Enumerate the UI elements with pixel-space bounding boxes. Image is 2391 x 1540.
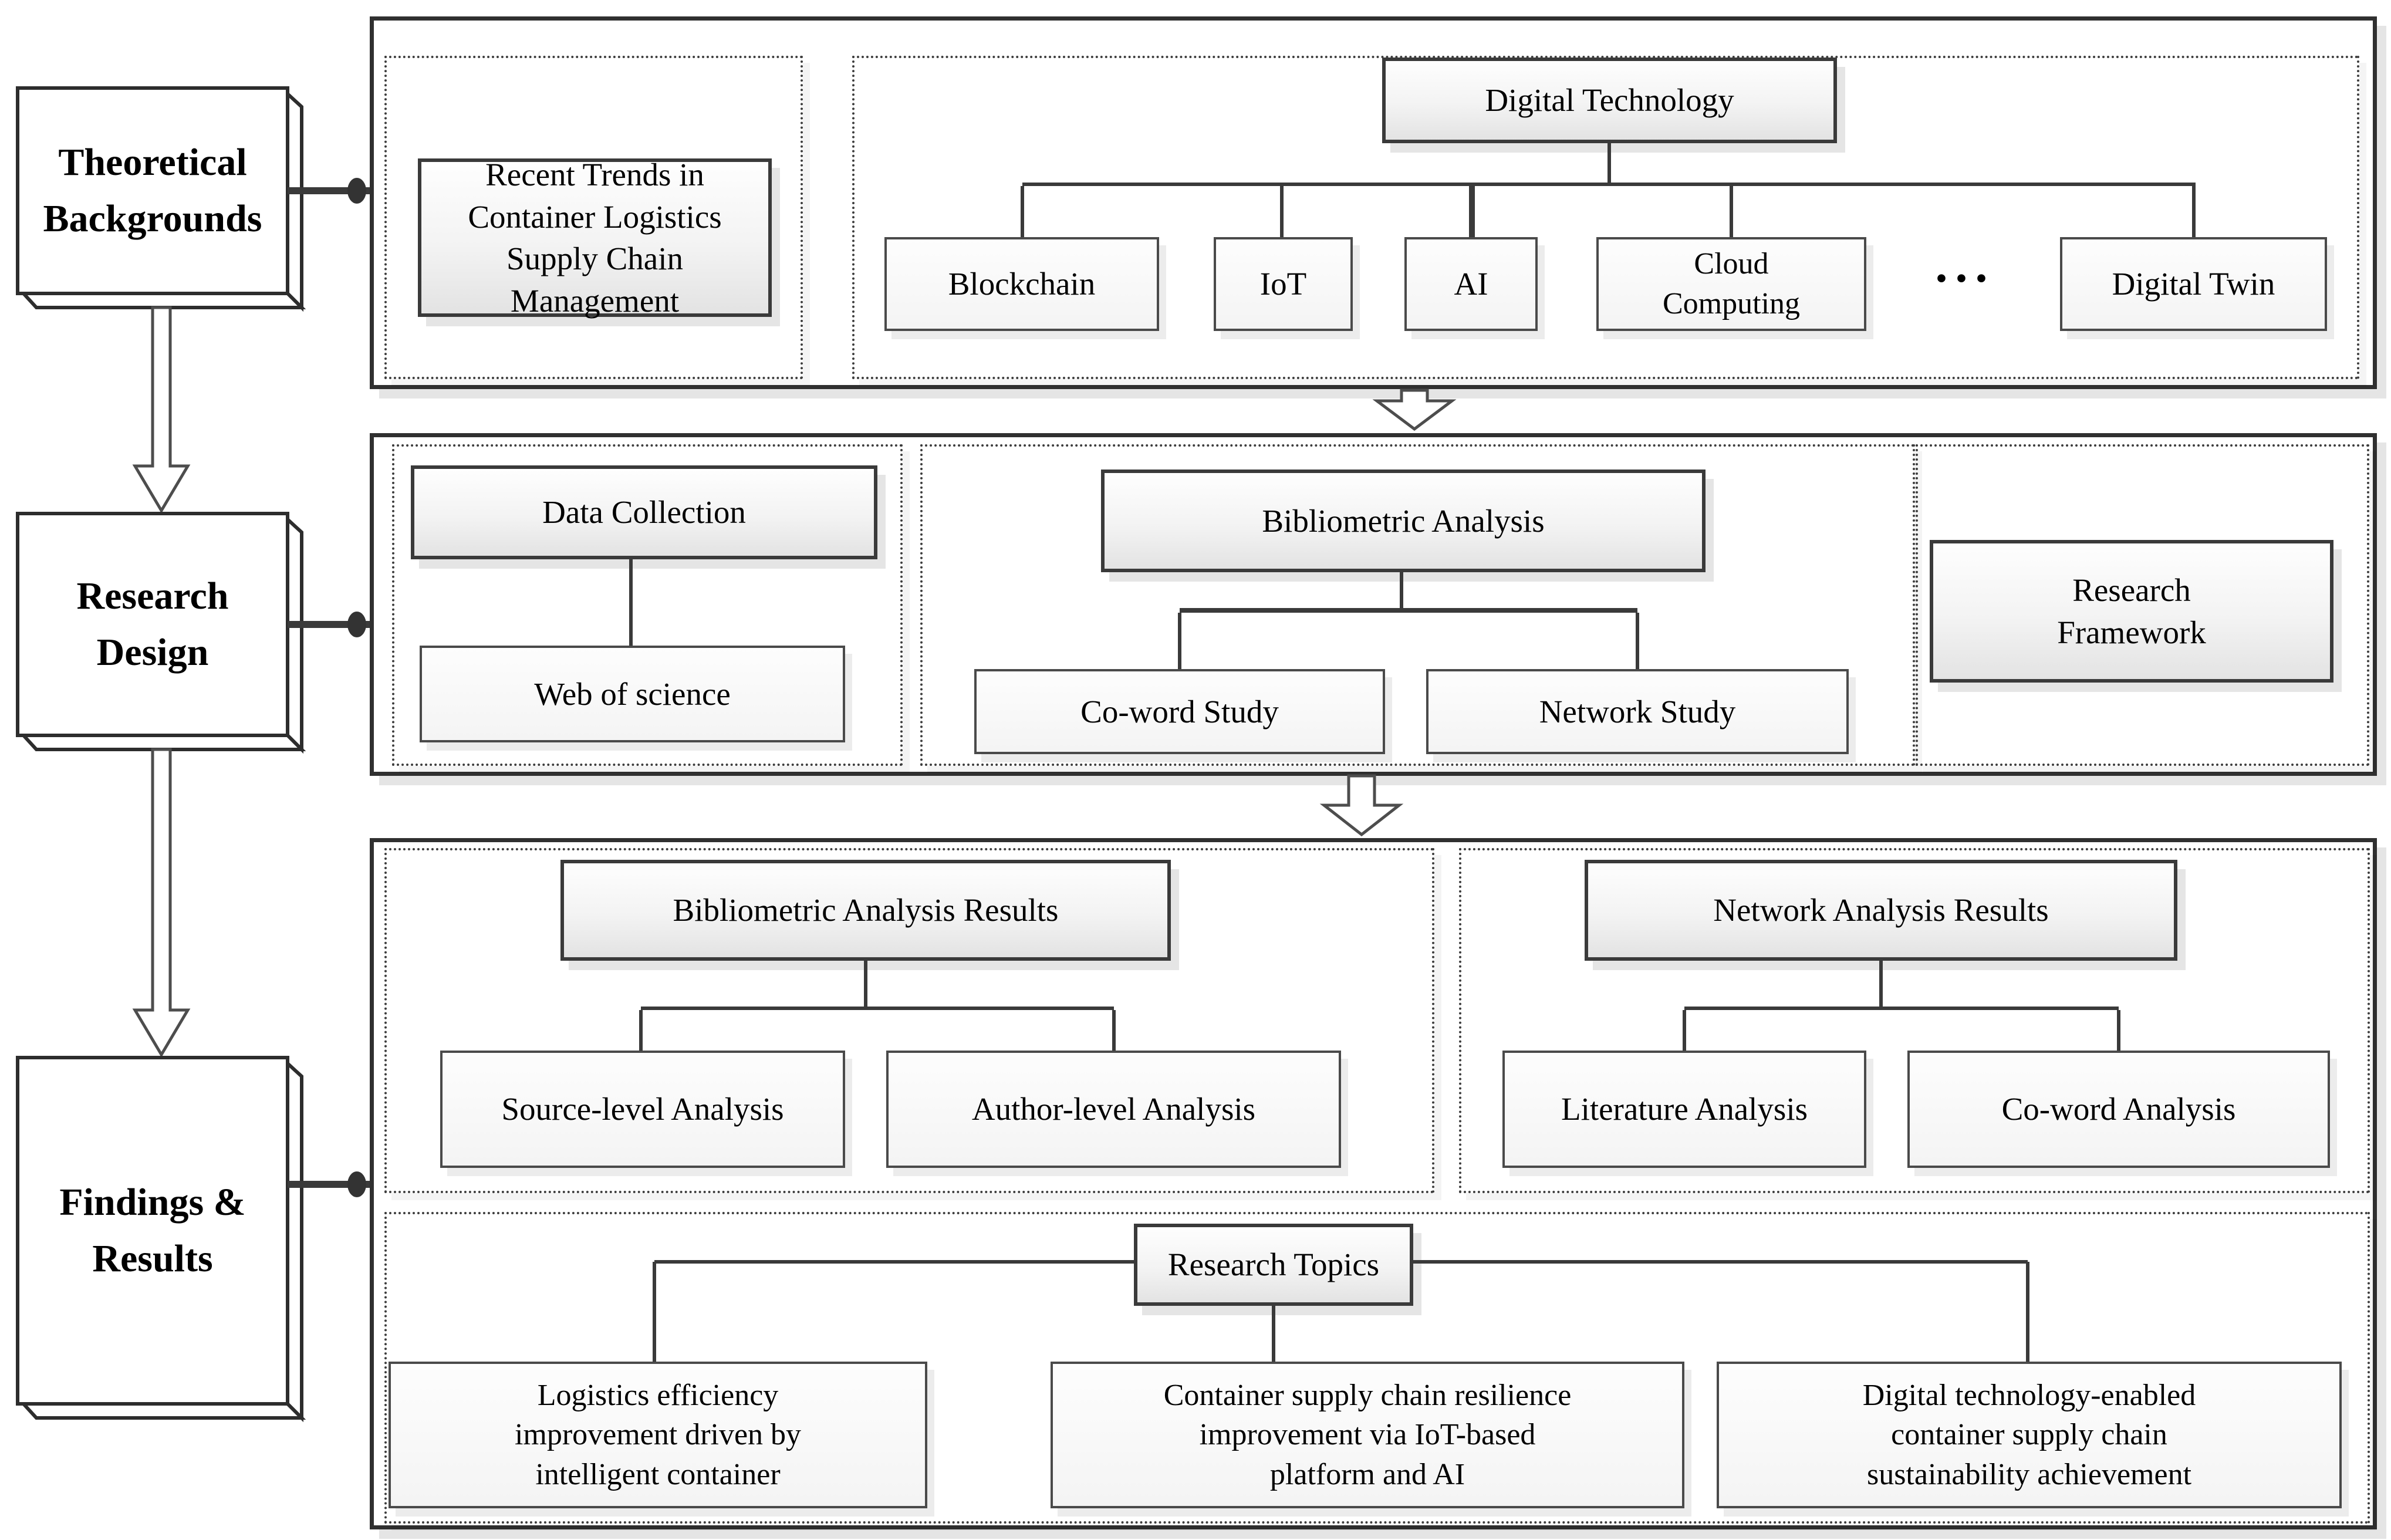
tree-drop-iot: [1280, 186, 1284, 237]
node-network-results: Network Analysis Results: [1585, 860, 2177, 961]
group-research-topics: [384, 1212, 2370, 1524]
panel-theoretical-backgrounds: Recent Trends in Container Logistics Sup…: [370, 16, 2377, 389]
node-research-topics: Research Topics: [1134, 1224, 1413, 1306]
flow-arrow-down-2-icon: [132, 748, 191, 1058]
tree-bar-digital-technology: [1022, 183, 2196, 186]
more-technologies-ellipsis: ···: [1933, 251, 1994, 306]
stage-box-3d-theoretical: [16, 86, 306, 312]
group-network-results: [1459, 848, 2370, 1193]
node-research-framework: Research Framework: [1930, 540, 2333, 683]
topics-drop-left: [653, 1262, 656, 1362]
node-co-word-analysis: Co-word Analysis: [1907, 1051, 2330, 1168]
connector-dot-2: [347, 612, 366, 637]
node-author-level-analysis: Author-level Analysis: [886, 1051, 1341, 1168]
tree-drop-source-level: [639, 1010, 643, 1051]
tree-drop-ai: [1469, 186, 1475, 237]
node-data-collection: Data Collection: [411, 465, 877, 559]
tree-stem-digital-technology: [1607, 143, 1611, 184]
stage-box-3d-findings-results: [16, 1056, 306, 1423]
node-bibliometric-analysis: Bibliometric Analysis: [1101, 470, 1706, 572]
panel-research-design: Data Collection Web of science Bibliomet…: [370, 433, 2377, 776]
node-digital-twin: Digital Twin: [2060, 237, 2327, 331]
tree-bar-network-results: [1684, 1007, 2119, 1010]
node-digital-technology: Digital Technology: [1382, 58, 1837, 143]
tree-stem-bibliometric-results: [864, 961, 867, 1008]
node-bibliometric-results: Bibliometric Analysis Results: [560, 860, 1171, 961]
node-topic-resilience: Container supply chain resilience improv…: [1051, 1362, 1684, 1508]
row-arrow-down-2-icon: [1319, 774, 1404, 837]
group-research-framework: [1916, 444, 2369, 766]
node-network-study: Network Study: [1426, 669, 1849, 754]
tree-stem-bibliometric: [1400, 572, 1403, 610]
node-ai: AI: [1404, 237, 1538, 331]
tree-drop-network-study: [1636, 613, 1639, 669]
tree-drop-cloud: [1730, 186, 1733, 237]
connector-data-collection-wos: [629, 559, 633, 646]
row-arrow-down-1-icon: [1372, 389, 1457, 431]
node-blockchain: Blockchain: [884, 237, 1159, 331]
tree-drop-co-word-study: [1178, 613, 1181, 669]
stage-box-3d-research-design: [16, 512, 306, 754]
topics-drop-middle: [1272, 1306, 1275, 1362]
topics-connector-right: [1413, 1260, 2028, 1264]
topics-drop-right: [2026, 1262, 2029, 1362]
connector-dot-3: [347, 1171, 366, 1197]
topics-connector-left: [654, 1260, 1134, 1264]
node-co-word-study: Co-word Study: [974, 669, 1385, 754]
tree-drop-digital-twin: [2192, 186, 2196, 237]
flow-arrow-down-1-icon: [132, 306, 191, 514]
node-web-of-science: Web of science: [420, 646, 845, 742]
group-bibliometric-results: [384, 848, 1434, 1193]
stage-label-findings-results: Findings & Results: [59, 1181, 246, 1280]
tree-drop-author-level: [1112, 1010, 1116, 1051]
node-iot: IoT: [1214, 237, 1353, 331]
tree-bar-bibliometric-results: [641, 1007, 1114, 1010]
tree-drop-co-word-analysis: [2117, 1010, 2120, 1051]
tree-stem-network-results: [1879, 961, 1883, 1008]
node-topic-logistics-efficiency: Logistics efficiency improvement driven …: [389, 1362, 927, 1508]
node-recent-trends: Recent Trends in Container Logistics Sup…: [418, 157, 772, 319]
node-cloud-computing: Cloud Computing: [1596, 237, 1866, 331]
tree-drop-literature-analysis: [1683, 1010, 1686, 1051]
node-literature-analysis: Literature Analysis: [1502, 1051, 1866, 1168]
tree-bar-bibliometric: [1180, 608, 1637, 613]
stage-label-theoretical-backgrounds: Theoretical Backgrounds: [43, 141, 262, 240]
connector-dot-1: [347, 178, 366, 204]
group-data-collection: [392, 444, 903, 766]
panel-findings-results: Bibliometric Analysis Results Source-lev…: [370, 838, 2377, 1529]
group-bibliometric-analysis: [920, 444, 1915, 766]
stage-label-research-design: Research Design: [76, 575, 229, 674]
group-digital-technology: [852, 56, 2359, 379]
tree-drop-blockchain: [1021, 186, 1024, 237]
node-topic-sustainability: Digital technology-enabled container sup…: [1717, 1362, 2342, 1508]
node-source-level-analysis: Source-level Analysis: [440, 1051, 845, 1168]
group-recent-trends: [384, 56, 803, 379]
